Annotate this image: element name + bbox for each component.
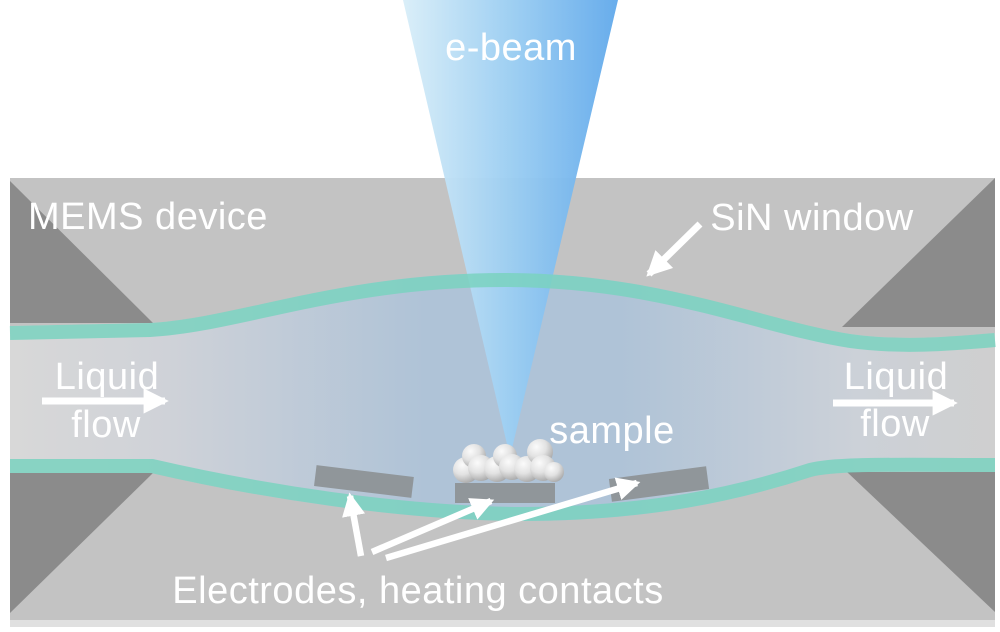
silicon-wedge-bottom-right [847,472,995,612]
ebeam-label: e-beam [445,27,577,69]
silicon-wedge-top-left [10,181,153,323]
liquid-flow-left-label-line1: Liquid [54,356,160,398]
sin-window-label: SiN window [710,197,914,239]
silicon-wedge-bottom-left [10,473,153,613]
silicon-wedge-top-right [842,178,995,327]
electrode-center [455,483,555,503]
sin-membrane-top [9,272,996,352]
electrodes-label: Electrodes, heating contacts [172,570,664,612]
electrode-pointer-arrow-left [342,492,366,557]
liquid-flow-right-label-line1: Liquid [843,356,949,398]
liquid-flow-left-label-line2: flow [71,404,141,446]
sample-particle [544,462,564,482]
mems-body-bottom-edge [10,620,995,627]
sin-membrane-bottom [10,457,996,522]
liquid-flow-right-label-line2: flow [860,403,930,445]
annotation-arrows [42,221,958,562]
mems-device-label: MEMS device [28,196,268,238]
electrode-pointer-arrow-center [370,498,495,555]
sample-label: sample [549,410,675,452]
electrode-pointer-arrow-right [385,477,641,562]
sample-particles [453,439,564,483]
sin-window-pointer-arrow [646,221,703,277]
electrode-left [314,465,414,498]
electron-beam-cone [403,0,618,457]
